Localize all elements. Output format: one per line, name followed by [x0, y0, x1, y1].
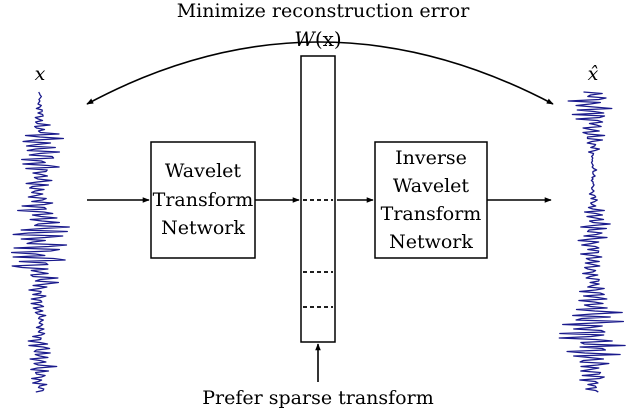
wx-vector-label: W(x) — [294, 27, 341, 51]
input-signal-label: x — [35, 63, 46, 85]
output-signal-waveform — [558, 91, 626, 393]
reconstruction-arc-arrow — [86, 41, 554, 105]
minimize-reconstruction-error-label: Minimize reconstruction error — [177, 0, 470, 22]
encoder-label-line-1: Wavelet — [165, 160, 242, 182]
encoder-label-line-2: Transform — [153, 189, 254, 211]
prefer-sparse-transform-label: Prefer sparse transform — [202, 387, 433, 409]
wx-coefficient-vector — [300, 55, 336, 343]
inverse-wavelet-transform-network-box — [374, 141, 488, 259]
decoder-label-line-3: Transform — [381, 203, 482, 225]
output-signal-label: x̂ — [588, 63, 599, 85]
decoder-label-line-1: Inverse — [395, 147, 467, 169]
decoder-label-line-2: Wavelet — [393, 175, 470, 197]
decoder-label-line-4: Network — [389, 231, 473, 253]
encoder-label-line-3: Network — [161, 217, 245, 239]
input-signal-waveform — [10, 91, 70, 393]
